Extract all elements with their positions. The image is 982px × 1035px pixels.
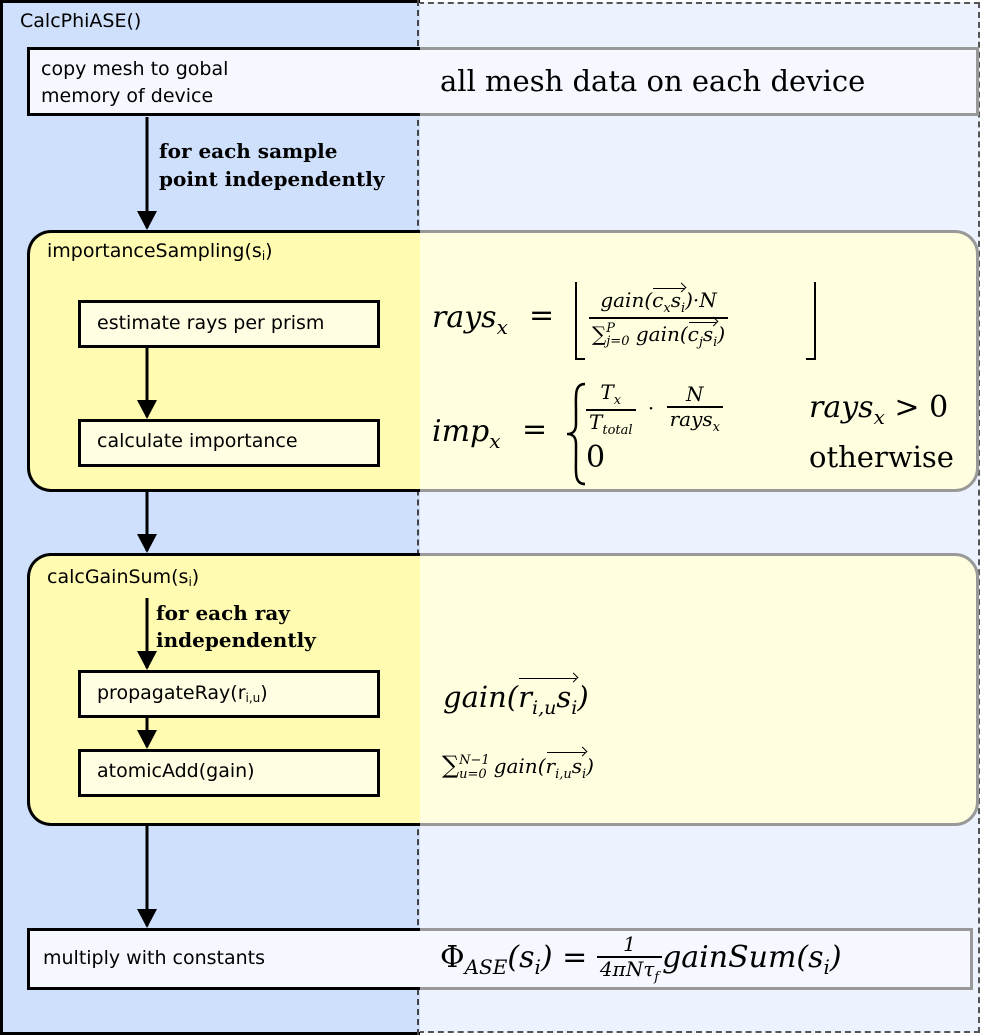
rays-floor-left <box>575 282 585 360</box>
importance-title-suffix: ) <box>265 240 273 262</box>
panel-divider <box>417 0 419 1035</box>
imp-formula-lhs-sub: x <box>489 429 501 453</box>
imp-case2-condition: otherwise <box>809 440 954 474</box>
calculate-importance-label: calculate importance <box>97 430 298 452</box>
imp-frac2-numerator: N <box>666 384 723 409</box>
arrow-loop-to-propagate <box>137 598 157 670</box>
final-step-label: multiply with constants <box>43 947 266 969</box>
arrow-gainsum-to-final <box>137 826 157 928</box>
copy-step-label: copy mesh to gobal memory of device <box>41 56 228 110</box>
rays-formula-lhs: rays <box>432 300 497 335</box>
arrow-importance-to-gainsum <box>137 492 157 553</box>
importance-title-sub: i <box>261 249 266 263</box>
sample-loop-line1: for each sample <box>159 139 338 163</box>
right-panel <box>418 2 980 1033</box>
imp-frac1-denominator: Ttotal <box>589 409 633 438</box>
ray-loop-label: for each ray independently <box>156 600 316 654</box>
panel-title: CalcPhiASE() <box>20 10 142 32</box>
propagate-ray-label: propagateRay(ri,u) <box>97 682 268 705</box>
rays-floor-right <box>806 282 816 360</box>
imp-formula-brace <box>566 382 586 486</box>
atomic-add-label: atomicAdd(gain) <box>97 760 255 782</box>
copy-step-note: all mesh data on each device <box>440 64 866 98</box>
importance-title: importanceSampling(si) <box>47 240 273 263</box>
propagate-ray-box <box>78 670 380 718</box>
arrow-copy-to-importance <box>137 117 157 230</box>
gainsum-title-suffix: ) <box>191 566 200 588</box>
left-panel <box>0 0 420 1035</box>
imp-case1-condition: rays <box>809 390 874 425</box>
imp-formula-lhs: imp <box>432 414 490 449</box>
calculate-importance-box <box>78 419 380 467</box>
importance-title-prefix: importanceSampling(s <box>47 240 262 262</box>
copy-step-line2: memory of device <box>41 85 214 107</box>
copy-step-line1: copy mesh to gobal <box>41 58 229 80</box>
final-step-box <box>27 928 420 990</box>
rays-formula-equals: = <box>529 298 555 333</box>
gain-ray-formula: gain(ri,usi) <box>443 676 589 719</box>
imp-case2-value: 0 <box>586 440 606 475</box>
gainsum-block-right <box>390 553 979 826</box>
rays-formula-lhs-sub: x <box>496 315 508 339</box>
importance-formula: impx = Tx Ttotal · N raysx raysx > 0 0 o… <box>432 382 972 486</box>
ray-loop-line2: independently <box>156 628 316 652</box>
estimate-rays-box <box>78 300 380 348</box>
gainsum-title-sub: i <box>188 575 192 589</box>
ray-loop-line1: for each ray <box>156 601 290 625</box>
rays-fraction-numerator: gain(cxsi)·N <box>589 286 729 319</box>
importance-block-right <box>390 230 979 492</box>
gainsum-title: calcGainSum(si) <box>47 566 199 589</box>
sample-loop-label: for each sample point independently <box>159 137 384 193</box>
copy-step-note-box <box>418 47 979 116</box>
sample-loop-line2: point independently <box>159 167 385 191</box>
arrow-estimate-to-importance <box>137 348 157 419</box>
imp-formula-equals: = <box>522 412 548 447</box>
copy-step-box <box>27 47 420 116</box>
imp-frac2-denominator: raysx <box>669 407 720 436</box>
imp-dot: · <box>647 396 655 421</box>
gainsum-title-prefix: calcGainSum(s <box>47 566 189 588</box>
final-step-formula-box <box>418 928 973 990</box>
estimate-rays-label: estimate rays per prism <box>97 312 325 334</box>
atomic-add-box <box>78 749 380 797</box>
arrow-propagate-to-add <box>137 718 157 749</box>
imp-frac1-numerator: Tx <box>586 382 636 411</box>
